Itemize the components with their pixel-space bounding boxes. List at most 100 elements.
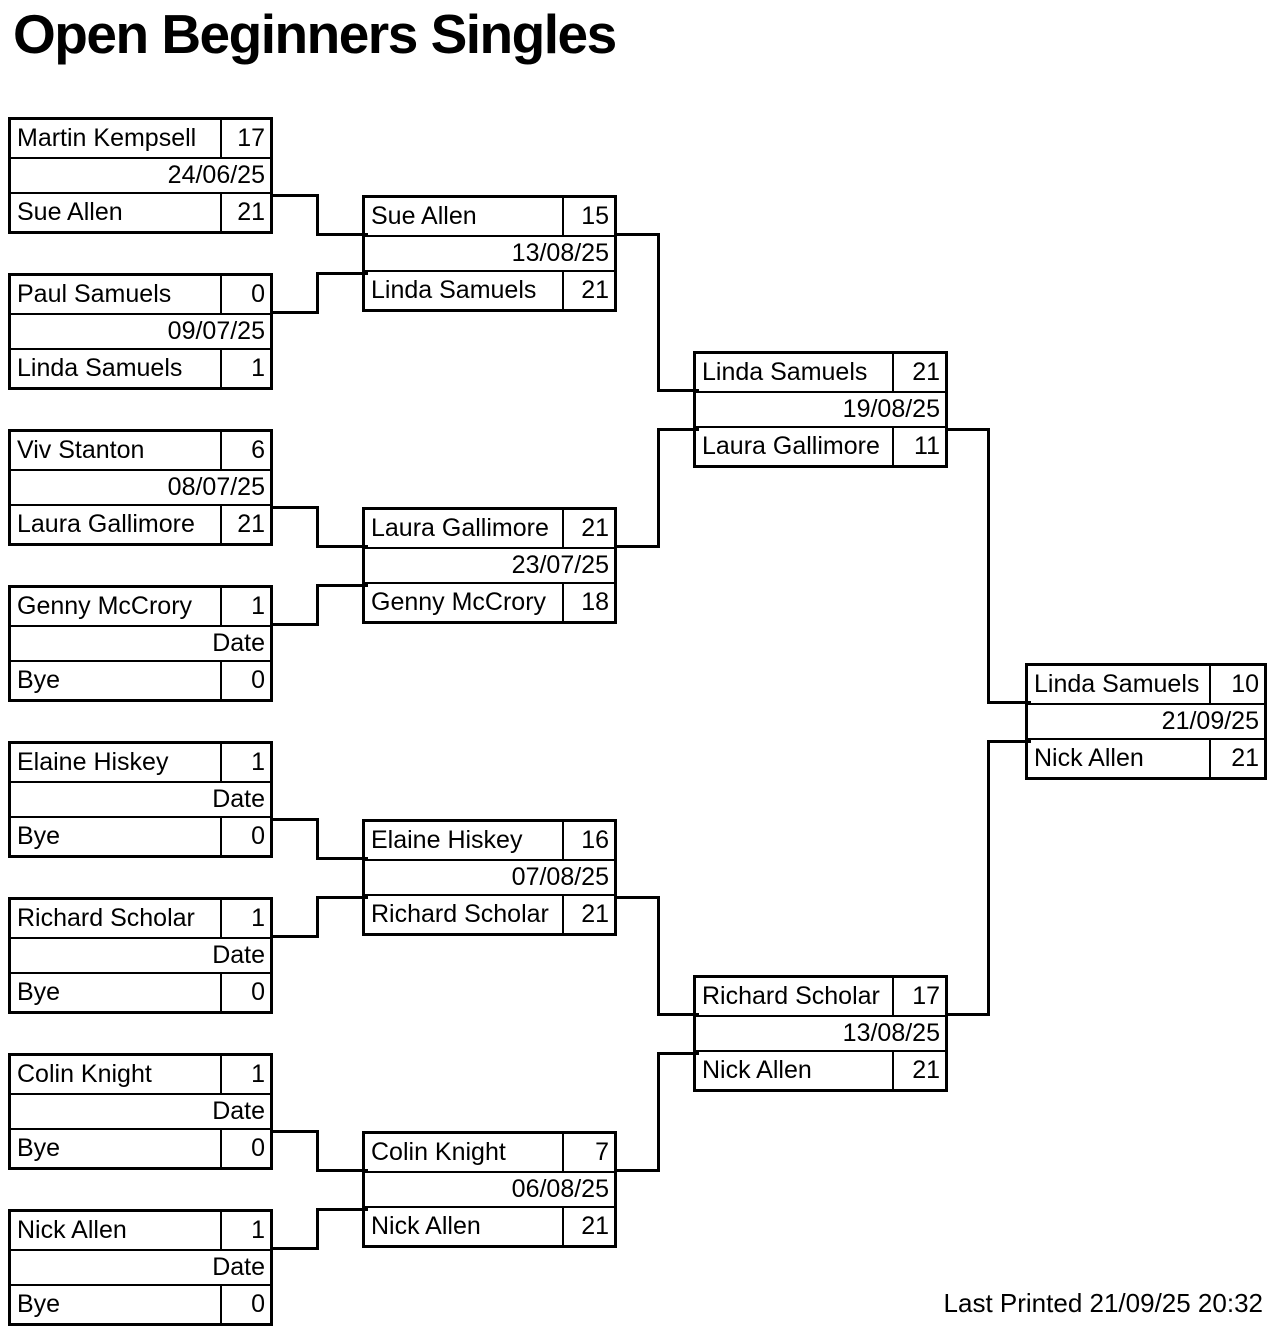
player2-name: Linda Samuels bbox=[371, 276, 537, 304]
bracket-connector-segment bbox=[945, 1013, 990, 1016]
player2-score: 21 bbox=[1209, 740, 1264, 777]
match-date: Date bbox=[11, 1249, 270, 1286]
match-r2-4: Colin Knight 7 06/08/25 Nick Allen 21 bbox=[362, 1131, 617, 1248]
bracket-connector-segment bbox=[270, 1247, 319, 1250]
match-date: 21/09/25 bbox=[1028, 703, 1264, 740]
player1-name: Sue Allen bbox=[371, 202, 477, 230]
bracket-connector-segment bbox=[987, 740, 990, 1016]
player2-score: 0 bbox=[220, 974, 270, 1011]
player2-score: 18 bbox=[562, 584, 614, 621]
bracket-connector-segment bbox=[614, 545, 660, 548]
page-title: Open Beginners Singles bbox=[13, 3, 617, 65]
bracket-connector-segment bbox=[316, 233, 368, 236]
bracket-connector-segment bbox=[657, 428, 660, 548]
player1-name: Colin Knight bbox=[17, 1060, 152, 1088]
player2-name: Bye bbox=[17, 1290, 61, 1318]
bracket-connector-segment bbox=[316, 818, 319, 860]
player2-name: Laura Gallimore bbox=[17, 510, 195, 538]
player1-name: Nick Allen bbox=[17, 1216, 127, 1244]
bracket-connector-segment bbox=[316, 584, 319, 626]
player2-score: 21 bbox=[220, 194, 270, 231]
bracket-connector-segment bbox=[270, 818, 319, 821]
bracket-connector-segment bbox=[316, 1130, 319, 1172]
bracket-connector-segment bbox=[316, 584, 368, 587]
player2-score: 21 bbox=[562, 1208, 614, 1245]
bracket-connector-segment bbox=[657, 428, 699, 431]
player1-name: Elaine Hiskey bbox=[371, 826, 523, 854]
player1-score: 21 bbox=[892, 354, 945, 391]
player2-name: Sue Allen bbox=[17, 198, 123, 226]
player2-score: 0 bbox=[220, 818, 270, 855]
player1-name: Richard Scholar bbox=[702, 982, 880, 1010]
player1-name: Genny McCrory bbox=[17, 592, 193, 620]
player1-name: Elaine Hiskey bbox=[17, 748, 169, 776]
player1-name: Linda Samuels bbox=[1034, 670, 1200, 698]
bracket-connector-segment bbox=[987, 740, 1031, 743]
bracket-connector-segment bbox=[657, 233, 660, 392]
player2-name: Linda Samuels bbox=[17, 354, 183, 382]
bracket-connector-segment bbox=[945, 428, 990, 431]
match-date: Date bbox=[11, 781, 270, 818]
match-r1-3: Viv Stanton 6 08/07/25 Laura Gallimore 2… bbox=[8, 429, 273, 546]
match-r1-6: Richard Scholar 1 Date Bye 0 bbox=[8, 897, 273, 1014]
player2-name: Bye bbox=[17, 1134, 61, 1162]
player2-name: Genny McCrory bbox=[371, 588, 547, 616]
bracket-connector-segment bbox=[316, 896, 368, 899]
match-r2-2: Laura Gallimore 21 23/07/25 Genny McCror… bbox=[362, 507, 617, 624]
player1-score: 1 bbox=[220, 744, 270, 781]
player2-name: Bye bbox=[17, 822, 61, 850]
bracket-connector-segment bbox=[316, 857, 368, 860]
match-date: 23/07/25 bbox=[365, 547, 614, 584]
player1-name: Linda Samuels bbox=[702, 358, 868, 386]
bracket-connector-segment bbox=[316, 272, 368, 275]
bracket-connector-segment bbox=[270, 194, 319, 197]
bracket-connector-segment bbox=[316, 194, 319, 236]
last-printed-label: Last Printed 21/09/25 20:32 bbox=[943, 1288, 1263, 1318]
match-date: Date bbox=[11, 1093, 270, 1130]
player2-score: 0 bbox=[220, 1130, 270, 1167]
bracket-connector-segment bbox=[270, 623, 319, 626]
player2-name: Nick Allen bbox=[1034, 744, 1144, 772]
player2-name: Nick Allen bbox=[371, 1212, 481, 1240]
bracket-connector-segment bbox=[270, 506, 319, 509]
match-sf-2: Richard Scholar 17 13/08/25 Nick Allen 2… bbox=[693, 975, 948, 1092]
bracket-connector-segment bbox=[657, 389, 699, 392]
match-date: 13/08/25 bbox=[696, 1015, 945, 1052]
match-date: 13/08/25 bbox=[365, 235, 614, 272]
bracket-connector-segment bbox=[614, 896, 660, 899]
match-date: 06/08/25 bbox=[365, 1171, 614, 1208]
player1-name: Viv Stanton bbox=[17, 436, 145, 464]
player1-score: 17 bbox=[892, 978, 945, 1015]
player1-score: 15 bbox=[562, 198, 614, 235]
player1-score: 17 bbox=[220, 120, 270, 157]
player2-name: Bye bbox=[17, 666, 61, 694]
player2-score: 0 bbox=[220, 1286, 270, 1323]
bracket-connector-segment bbox=[987, 701, 1031, 704]
player1-name: Martin Kempsell bbox=[17, 124, 197, 152]
match-date: 09/07/25 bbox=[11, 313, 270, 350]
player2-score: 21 bbox=[562, 896, 614, 933]
player1-score: 10 bbox=[1209, 666, 1264, 703]
player1-score: 21 bbox=[562, 510, 614, 547]
player2-score: 21 bbox=[562, 272, 614, 309]
bracket-connector-segment bbox=[987, 428, 990, 704]
match-r1-1: Martin Kempsell 17 24/06/25 Sue Allen 21 bbox=[8, 117, 273, 234]
match-date: 19/08/25 bbox=[696, 391, 945, 428]
player2-name: Bye bbox=[17, 978, 61, 1006]
player2-score: 21 bbox=[892, 1052, 945, 1089]
player2-score: 0 bbox=[220, 662, 270, 699]
match-date: Date bbox=[11, 625, 270, 662]
bracket-connector-segment bbox=[316, 506, 319, 548]
player1-score: 1 bbox=[220, 588, 270, 625]
bracket-connector-segment bbox=[657, 1052, 699, 1055]
bracket-connector-segment bbox=[270, 1130, 319, 1133]
match-date: 24/06/25 bbox=[11, 157, 270, 194]
match-r1-7: Colin Knight 1 Date Bye 0 bbox=[8, 1053, 273, 1170]
bracket-connector-segment bbox=[657, 896, 660, 1016]
player1-score: 7 bbox=[562, 1134, 614, 1171]
bracket-connector-segment bbox=[316, 1169, 368, 1172]
bracket-connector-segment bbox=[316, 272, 319, 314]
player2-score: 11 bbox=[892, 428, 945, 465]
match-date: Date bbox=[11, 937, 270, 974]
bracket-connector-segment bbox=[316, 545, 368, 548]
